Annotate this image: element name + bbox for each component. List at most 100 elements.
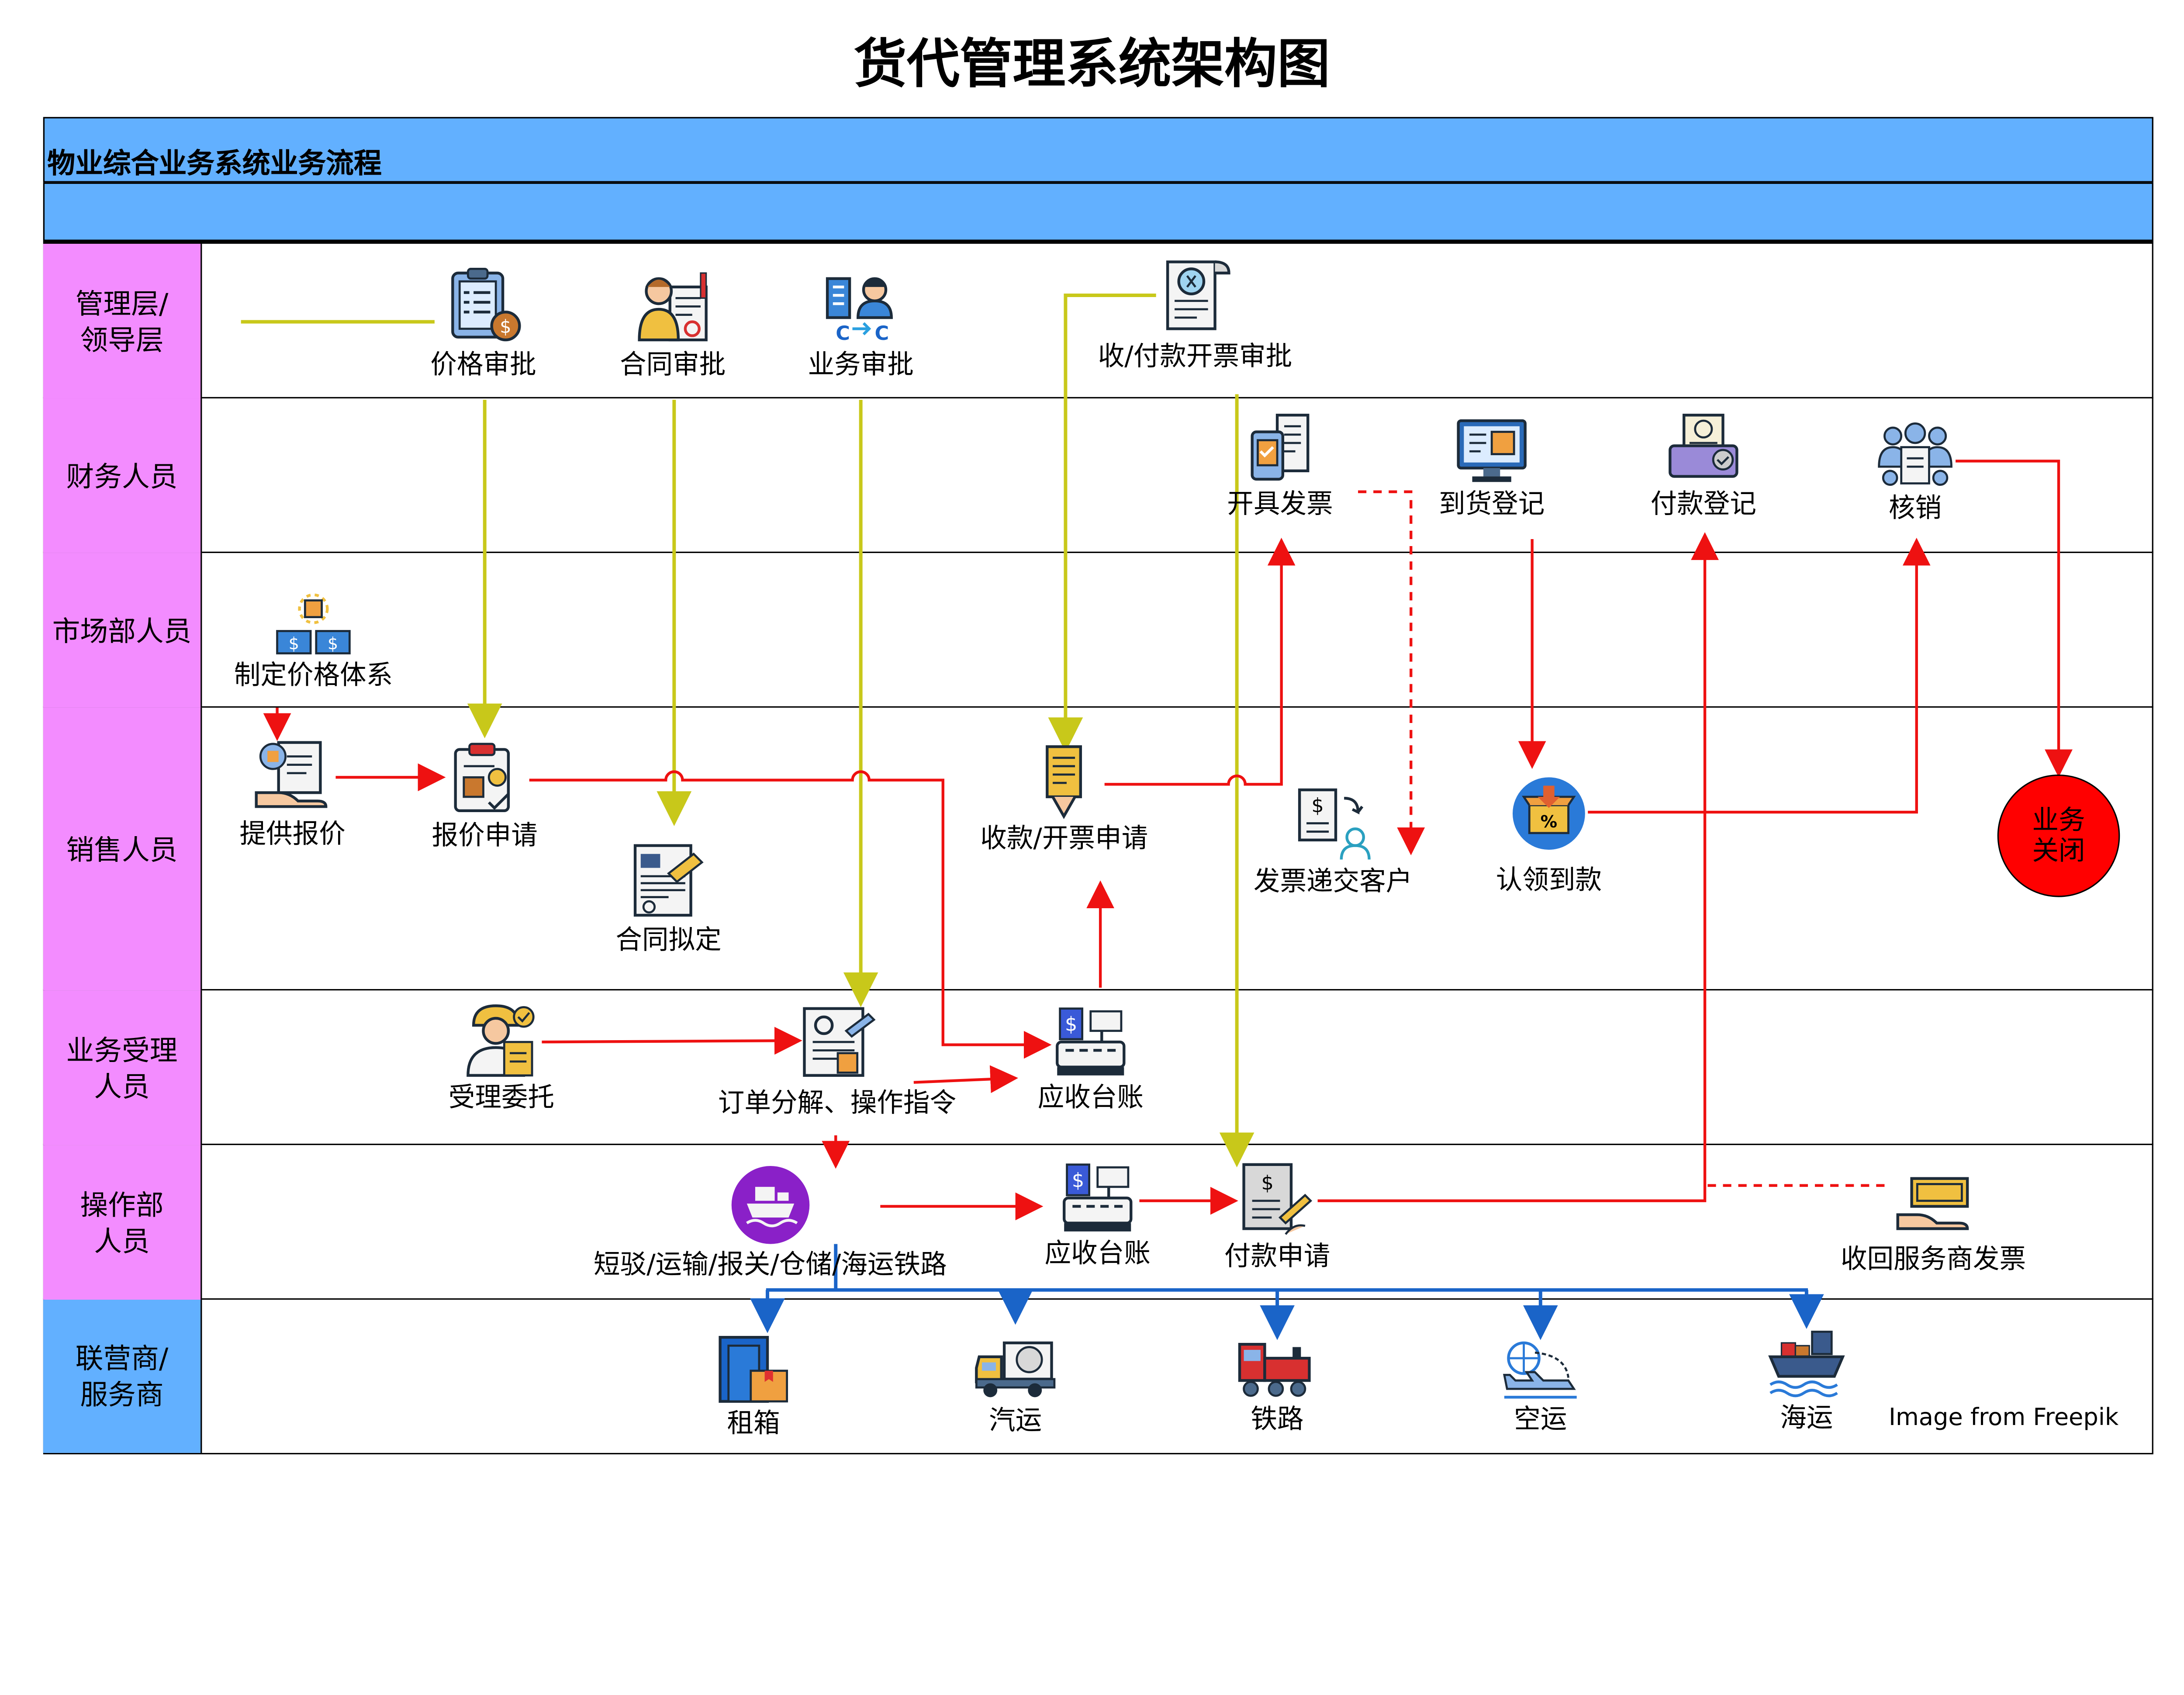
worker-document-icon — [467, 1004, 535, 1077]
node-recover-invoice: 收回服务商发票 — [1841, 1173, 2026, 1276]
node-truck: 汽运 — [974, 1332, 1057, 1437]
airplane-globe-icon — [1503, 1341, 1577, 1399]
header-bar-label: 物业综合业务系统业务流程 — [47, 146, 382, 180]
clipboard-box-icon — [454, 743, 510, 813]
red-connector — [1317, 532, 1719, 1202]
node-label: 合同拟定 — [615, 925, 722, 956]
node-label: 发票递交客户 — [1253, 866, 1413, 897]
diagram-title: 货代管理系统架构图 — [854, 33, 1330, 95]
red-connector — [529, 770, 1052, 1059]
node-write-off: 核销 — [1876, 422, 1954, 525]
node-label: 应收台账 — [1037, 1082, 1144, 1113]
node-label: 报价申请 — [432, 820, 538, 851]
node-provide-quote: 提供报价 — [239, 737, 346, 851]
node-air: 空运 — [1502, 1339, 1580, 1436]
node-label: 开具发票 — [1227, 489, 1333, 520]
invoice-device-icon — [1251, 414, 1310, 481]
contract-pen-icon — [633, 844, 704, 917]
red-connector — [1104, 537, 1296, 786]
olive-connector — [1048, 294, 1156, 752]
node-label: 提供报价 — [239, 819, 346, 850]
lane-row-finance — [43, 398, 2153, 553]
lane-label-text: 联营商/ 服务商 — [75, 1341, 169, 1411]
node-arrival-register: 到货登记 — [1439, 418, 1545, 521]
business-close-node: 业务 关闭 — [1997, 774, 2120, 897]
monitor-package-icon — [1457, 419, 1527, 482]
node-label: 租箱 — [727, 1408, 780, 1439]
image-credit: Image from Freepik — [1888, 1404, 2119, 1432]
node-label: 业务 关闭 — [2032, 805, 2085, 867]
cargo-ship-icon — [731, 1166, 809, 1244]
node-label: 业务审批 — [808, 349, 914, 381]
diagram-canvas: 货代管理系统架构图 物业综合业务系统业务流程 管理层/ 领导层 财务人员 市场部… — [43, 33, 2153, 1455]
red-connector — [1588, 537, 1931, 814]
node-label: 收/付款开票审批 — [1098, 341, 1292, 372]
node-payment-apply: $ 付款申请 — [1224, 1162, 1330, 1273]
lane-label-marketing: 市场部人员 — [43, 553, 202, 708]
lane-label-operations: 操作部 人员 — [43, 1145, 202, 1300]
header-subbar — [43, 182, 2153, 244]
lane-label-text: 市场部人员 — [52, 613, 192, 647]
lane-row-sales — [43, 708, 2153, 991]
hand-bill-icon — [1895, 1177, 1968, 1230]
node-label: 付款申请 — [1224, 1241, 1330, 1272]
truck-icon — [975, 1341, 1056, 1398]
lane-label-management: 管理层/ 领导层 — [43, 244, 202, 398]
hand-document-icon — [255, 741, 328, 808]
node-railway: 铁路 — [1237, 1339, 1318, 1436]
node-contract-approval: 合同审批 — [620, 267, 726, 381]
node-label: 订单分解、操作指令 — [718, 1088, 957, 1119]
lane-label-text: 财务人员 — [66, 459, 178, 493]
node-business-approval: C C 业务审批 — [808, 267, 914, 381]
lane-row-operations — [43, 1145, 2153, 1300]
svg-text:$: $ — [289, 634, 299, 654]
invoice-customer-icon: $ — [1298, 788, 1371, 860]
red-dashed-connector — [1358, 490, 1425, 855]
document-gear-icon — [802, 1007, 875, 1077]
node-label: 空运 — [1514, 1404, 1567, 1435]
svg-text:$: $ — [500, 316, 511, 337]
svg-text:$: $ — [1261, 1172, 1274, 1194]
ship-icon — [1768, 1331, 1845, 1398]
receipt-scroll-icon — [1166, 260, 1230, 330]
node-receivable-ledger-1: $ 应收台账 — [1038, 1006, 1144, 1114]
node-label: 收回服务商发票 — [1840, 1244, 2026, 1275]
node-label: 到货登记 — [1438, 489, 1545, 520]
node-collect-invoice-apply: 收款/开票申请 — [980, 741, 1148, 855]
svg-text:$: $ — [1311, 794, 1324, 817]
node-label: 合同审批 — [619, 349, 726, 381]
receipt-hand-icon — [1046, 745, 1082, 819]
lane-label-sales: 销售人员 — [43, 707, 202, 991]
lane-row-management — [43, 244, 2153, 398]
train-icon — [1238, 1342, 1311, 1397]
node-price-approval: $ 价格审批 — [430, 267, 536, 381]
node-claim-payment: % 认领到款 — [1496, 775, 1602, 897]
door-container-icon — [719, 1336, 788, 1403]
red-connector — [913, 1065, 1018, 1093]
node-order-split: 订单分解、操作指令 — [718, 1006, 956, 1120]
svg-text:C: C — [836, 322, 850, 345]
node-label: 短驳/运输/报关/仓储/海运铁路 — [594, 1249, 947, 1280]
node-price-system: $ $ 制定价格体系 — [234, 592, 393, 692]
node-accept-entrust: 受理委托 — [449, 1000, 554, 1114]
node-invoice-approval: 收/付款开票审批 — [1098, 256, 1292, 374]
red-connector — [1956, 460, 2073, 778]
node-label: 应收台账 — [1044, 1238, 1151, 1269]
lane-label-acceptance: 业务受理 人员 — [43, 990, 202, 1145]
node-label: 汽运 — [988, 1405, 1042, 1436]
lane-row-acceptance — [43, 990, 2153, 1145]
flow-connectors — [241, 294, 2073, 1340]
business-exchange-icon: C C — [826, 277, 893, 345]
svg-text:$: $ — [1065, 1013, 1077, 1036]
node-label: 铁路 — [1251, 1404, 1304, 1435]
node-sea: 海运 — [1768, 1326, 1846, 1435]
svg-text:%: % — [1541, 812, 1557, 832]
node-label: 制定价格体系 — [234, 660, 393, 691]
svg-text:$: $ — [1072, 1169, 1084, 1192]
lane-label-text: 业务受理 人员 — [66, 1033, 178, 1103]
node-invoice-deliver: $ 发票递交客户 — [1253, 784, 1413, 898]
node-payment-register: 付款登记 — [1651, 412, 1756, 521]
node-container-rent: 租箱 — [717, 1335, 790, 1440]
red-connector — [542, 1027, 802, 1055]
money-network-icon: $ $ — [276, 593, 351, 654]
